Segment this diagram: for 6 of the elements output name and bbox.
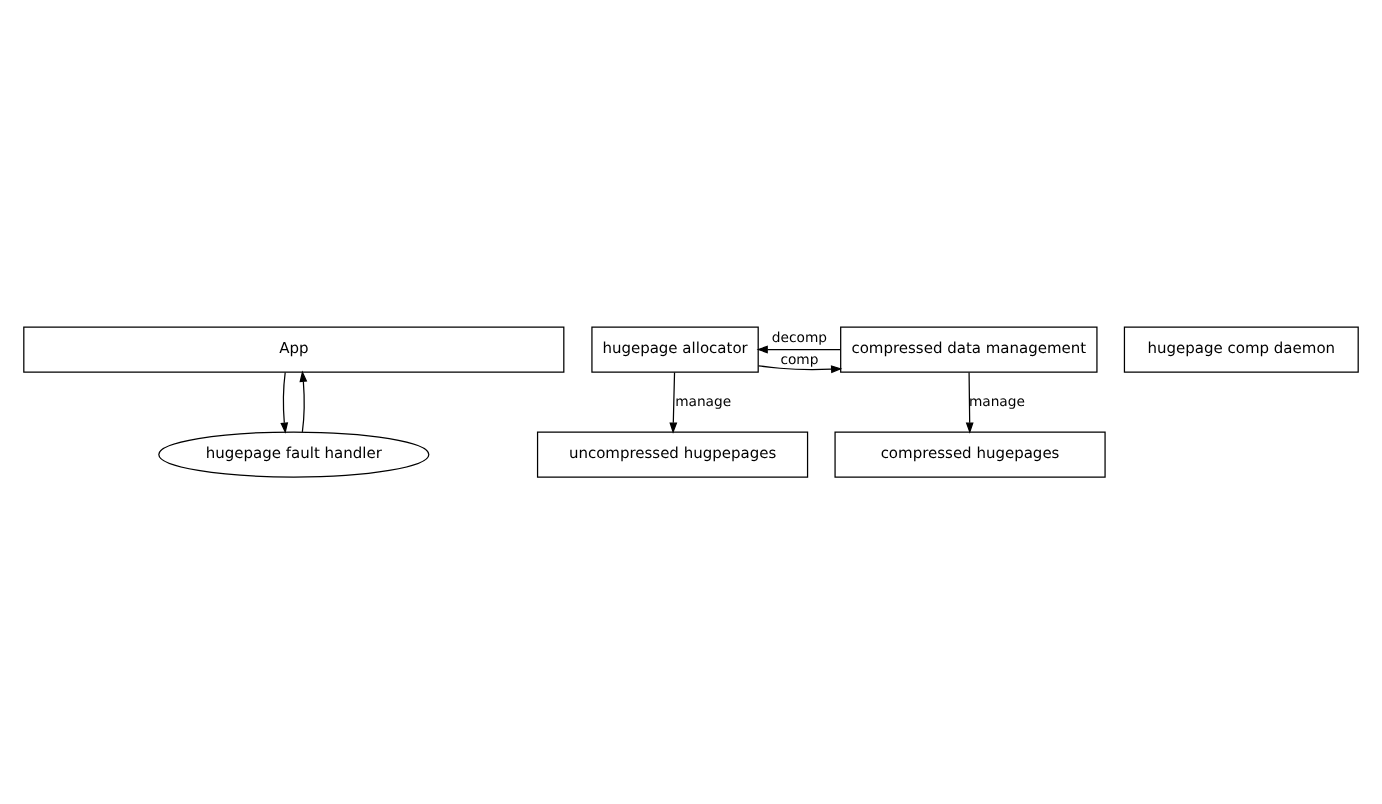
arrow: [756, 345, 841, 354]
arrow: [299, 370, 308, 433]
arrow: [669, 371, 678, 434]
arrow: [757, 365, 843, 374]
arrow: [280, 371, 289, 434]
arrow: [965, 371, 974, 434]
